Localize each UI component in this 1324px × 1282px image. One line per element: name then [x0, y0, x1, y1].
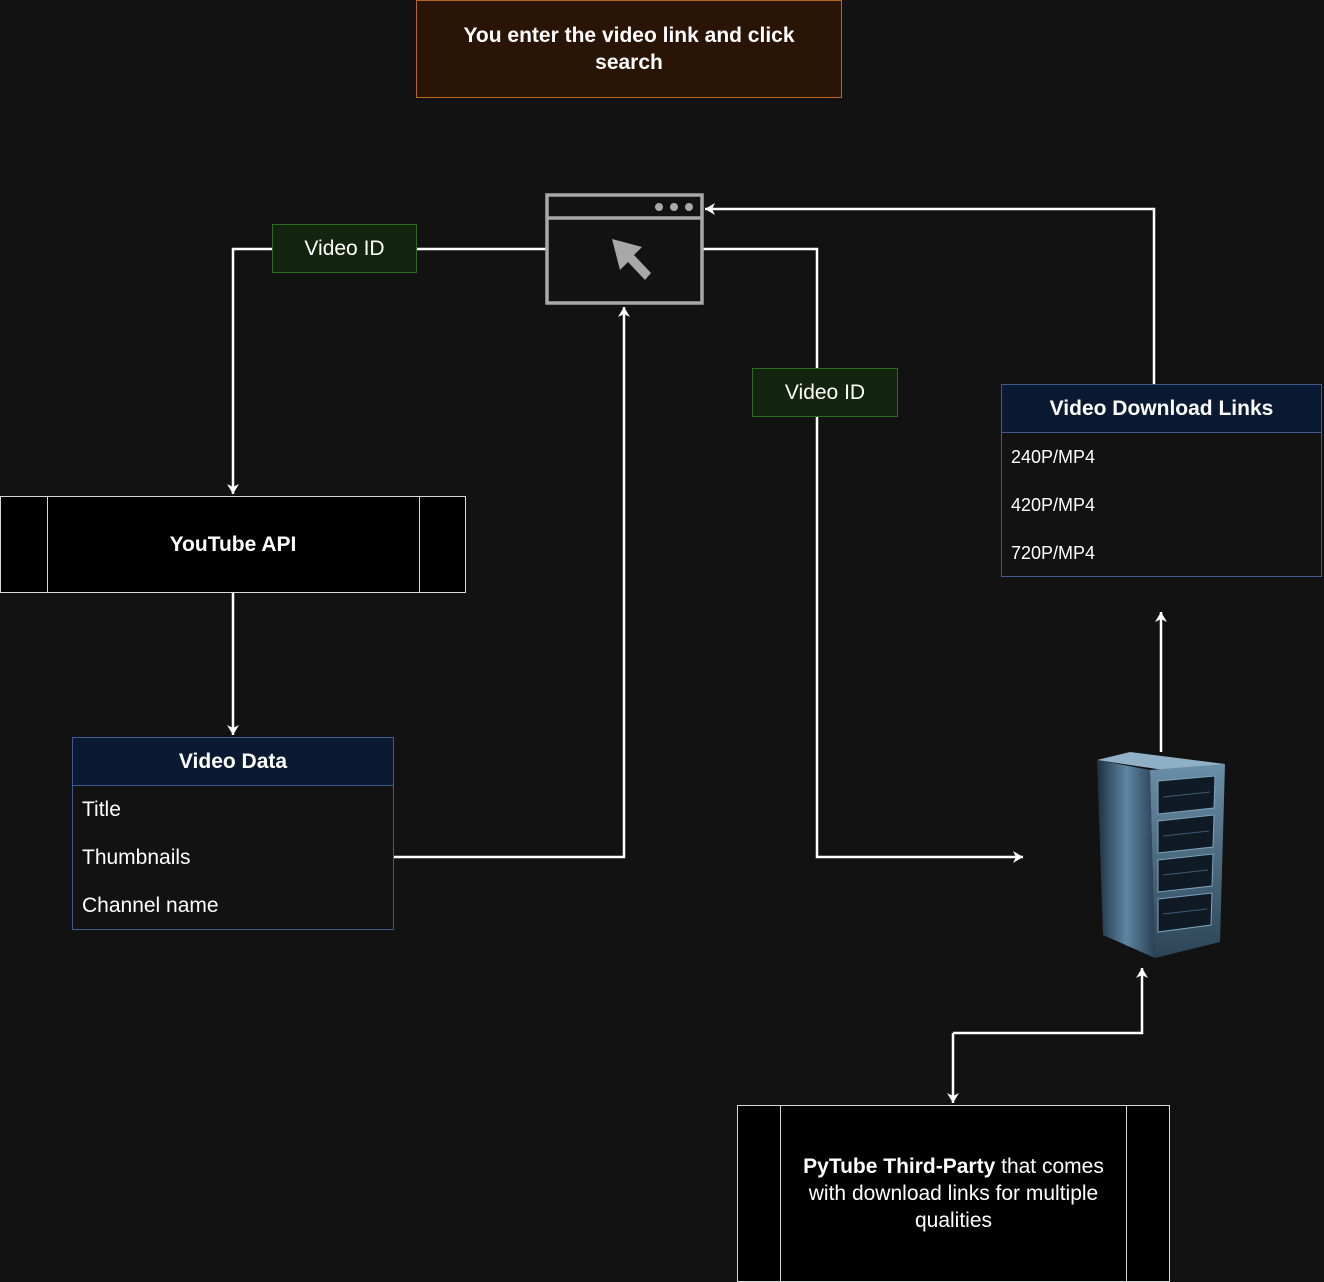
pytube-text: PyTube Third-Party that comes with downl…	[789, 1153, 1119, 1234]
video-id-label-left-text: Video ID	[304, 236, 385, 260]
video-data-item-channel-name: Channel name	[82, 894, 219, 917]
download-link-720p: 720P/MP4	[1011, 542, 1096, 563]
download-link-240p: 240P/MP4	[1011, 446, 1096, 467]
edge-browser-to-server	[703, 247, 1023, 863]
pytube-text-rest: that comes with download links for multi…	[808, 1155, 1104, 1232]
edge-pytube-server	[953, 968, 1148, 1035]
download-links-list[interactable]: Video Download Links 240P/MP4 420P/MP4 7…	[1001, 384, 1322, 577]
edge-browser-to-youtube-api	[227, 247, 546, 494]
video-id-label-right-text: Video ID	[784, 380, 866, 404]
video-id-label-right: Video ID	[752, 368, 898, 417]
process-bar-left	[47, 497, 48, 592]
download-links-header: Video Download Links	[1002, 385, 1321, 433]
youtube-api-label: YouTube API	[169, 532, 297, 556]
process-bar-right	[419, 497, 420, 592]
instruction-note: You enter the video link and click searc…	[416, 0, 842, 98]
pytube-text-bold: PyTube Third-Party	[803, 1155, 996, 1178]
edge-download-links-to-browser	[705, 203, 1156, 384]
server-rack-icon	[1097, 752, 1225, 958]
edge-video-data-to-browser	[394, 307, 630, 859]
pytube-node[interactable]: PyTube Third-Party that comes with downl…	[737, 1105, 1170, 1282]
process-bar-left	[780, 1106, 781, 1281]
instruction-note-text: You enter the video link and click searc…	[463, 24, 795, 74]
download-link-420p: 420P/MP4	[1011, 494, 1096, 515]
video-data-item-thumbnails: Thumbnails	[82, 846, 191, 869]
process-bar-right	[1126, 1106, 1127, 1281]
browser-window-cursor-icon[interactable]	[545, 193, 704, 305]
video-id-label-left: Video ID	[272, 224, 417, 273]
video-data-header: Video Data	[73, 738, 393, 786]
video-data-item-title: Title	[82, 798, 121, 821]
youtube-api-node[interactable]: YouTube API	[0, 496, 466, 593]
video-data-list[interactable]: Video Data Title Thumbnails Channel name	[72, 737, 394, 930]
